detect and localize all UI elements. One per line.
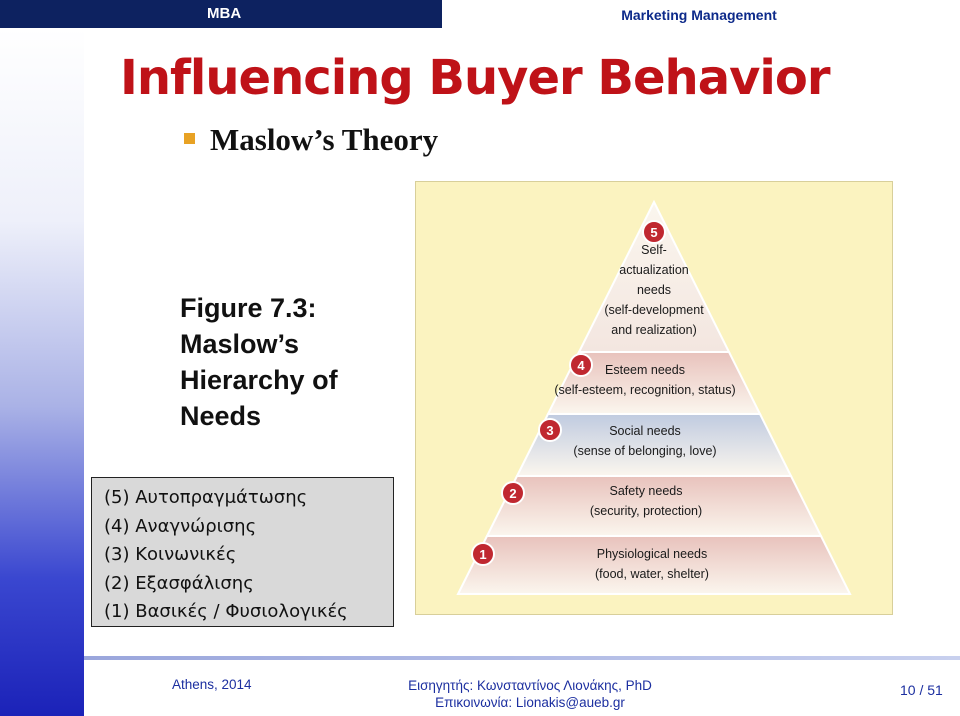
level-badge-3 [538, 418, 562, 442]
greek-legend-item: (2) Εξασφάλισης [104, 572, 254, 594]
pyramid-level-text: (food, water, shelter) [595, 567, 709, 581]
left-gradient-strip [0, 28, 84, 716]
bullet-square-icon [184, 133, 195, 144]
pyramid-level-text: (self-development [604, 303, 704, 317]
level-badge-number: 5 [650, 225, 657, 240]
pyramid-level-text: Social needs [609, 424, 681, 438]
greek-legend-item: (4) Αναγνώρισης [104, 515, 257, 537]
pyramid-level-text: (sense of belonging, love) [573, 444, 716, 458]
level-badge-4 [569, 353, 593, 377]
greek-legend-item: (3) Κοινωνικές [104, 544, 237, 565]
level-badge-1 [471, 542, 495, 566]
level-badge-number: 1 [479, 547, 486, 562]
greek-legend-item: (1) Βασικές / Φυσιολογικές [104, 601, 348, 622]
greek-legend-box: (5) Αυτοπραγμάτωσης (4) Αναγνώρισης (3) … [91, 477, 394, 627]
pyramid-level-text: and realization) [611, 323, 696, 337]
figure-caption-line: Needs [180, 401, 262, 431]
level-badge-5 [642, 220, 666, 244]
slide-title: Influencing Buyer Behavior [120, 50, 830, 106]
header-mba-label: MBA [207, 5, 242, 22]
level-badge-number: 4 [577, 358, 585, 373]
pyramid-level-text: Self- [641, 243, 667, 257]
pyramid-level-text: Safety needs [610, 484, 683, 498]
pyramid-level-text: Esteem needs [605, 363, 685, 377]
page-number: 10 / 51 [900, 682, 943, 698]
figure-caption: Figure 7.3: Maslow’s Hierarchy of Needs [180, 290, 410, 434]
pyramid-level-text: needs [637, 283, 671, 297]
footer-divider [84, 656, 960, 660]
figure-caption-line: Maslow’s [180, 329, 300, 359]
footer-city-year: Athens, 2014 [172, 677, 252, 692]
bullet-maslow-theory: Maslow’s Theory [210, 122, 439, 157]
header-course-title: Marketing Management [621, 7, 777, 23]
pyramid-level-text: actualization [619, 263, 689, 277]
footer-author-block: Εισηγητής: Κωνσταντίνος Λιονάκης, PhD Επ… [380, 677, 680, 711]
figure-caption-line: Hierarchy of [180, 365, 338, 395]
figure-caption-line: Figure 7.3: [180, 293, 317, 323]
header-mba-bar: MBA [0, 0, 442, 28]
level-badge-number: 2 [509, 486, 516, 501]
pyramid-tier-1 [456, 535, 852, 595]
pyramid-level-text: Physiological needs [597, 547, 708, 561]
level-badge-2 [501, 481, 525, 505]
footer-author: Εισηγητής: Κωνσταντίνος Λιονάκης, PhD [408, 678, 652, 693]
footer-contact-email: Επικοινωνία: Lionakis@aueb.gr [435, 695, 625, 710]
level-badge-number: 3 [546, 423, 553, 438]
greek-legend-item: (5) Αυτοπραγμάτωσης [104, 487, 308, 508]
pyramid-level-text: (self-esteem, recognition, status) [554, 383, 735, 397]
pyramid-level-text: (security, protection) [590, 504, 702, 518]
